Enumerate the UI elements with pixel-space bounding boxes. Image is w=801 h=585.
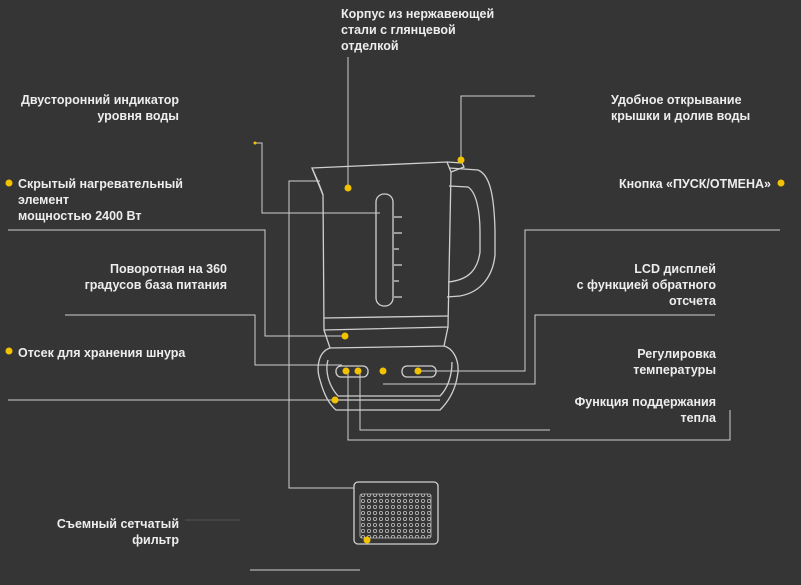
- callout-body-line-1: Корпус из нержавеющей: [341, 7, 495, 21]
- callout-heater-line-2: элемент: [18, 193, 70, 207]
- dot-base-kettle: [341, 332, 349, 340]
- callout-heater-line-1: Скрытый нагревательный: [18, 177, 183, 191]
- mesh-filter-frame: [353, 481, 439, 545]
- leader-heater: [8, 229, 345, 337]
- dot-control-1: [342, 367, 350, 375]
- callout-heater-line-3: мощностью 2400 Вт: [18, 209, 142, 223]
- callout-keepwarm-line-2: тепла: [680, 411, 716, 425]
- callout-lid-line-2: крышки и долив воды: [611, 109, 751, 123]
- callout-filter-line-1: Съемный сетчатый: [56, 517, 179, 531]
- callout-body-line-3: отделкой: [341, 39, 399, 53]
- leader-button: [420, 229, 780, 372]
- kettle-illustration: [311, 161, 496, 545]
- dot-cord-kettle: [331, 396, 339, 404]
- dot-button: [777, 179, 785, 187]
- callout-temp: Регулировка температуры: [633, 346, 716, 378]
- dot-filter: [363, 536, 371, 544]
- leader-lines: [8, 57, 780, 571]
- leader-lcd: [383, 314, 715, 385]
- leader-filter: [288, 180, 354, 489]
- callout-button-line-1: Кнопка «ПУСК/ОТМЕНА»: [618, 177, 771, 191]
- power-base: [317, 345, 459, 411]
- control-panel: [335, 365, 369, 378]
- dot-heater: [5, 179, 13, 187]
- callout-filter: Съемный сетчатый фильтр: [57, 516, 179, 548]
- callout-heater: Скрытый нагревательный элемент мощностью…: [18, 176, 183, 224]
- callout-indicator: Двусторонний индикатор уровня воды: [21, 92, 179, 124]
- callout-body: Корпус из нержавеющей стали с глянцевой …: [341, 6, 494, 54]
- callout-lcd: LCD дисплей с функцией обратного отсчета: [577, 261, 716, 309]
- callout-base: Поворотная на 360 градусов база питания: [85, 261, 227, 293]
- kettle-body: [311, 161, 452, 331]
- callout-temp-line-1: Регулировка: [637, 347, 716, 361]
- callout-lid: Удобное открывание крышки и долив воды: [611, 92, 750, 124]
- callout-cord: Отсек для хранения шнура: [18, 345, 185, 361]
- kettle-lid: [446, 161, 465, 173]
- callout-base-line-2: градусов база питания: [84, 278, 227, 292]
- callout-indicator-line-1: Двусторонний индикатор: [21, 93, 179, 107]
- water-level-window: [375, 193, 394, 307]
- callout-cord-line-1: Отсек для хранения шнура: [18, 346, 186, 360]
- leader-lid: [460, 95, 535, 160]
- dot-indicator-left: [253, 141, 257, 145]
- callout-keepwarm-line-1: Функция поддержания: [574, 395, 716, 409]
- callout-lcd-line-1: LCD дисплей: [634, 262, 716, 276]
- mesh-filter-screen: [359, 493, 432, 539]
- leader-keepwarm: [359, 372, 550, 431]
- dot-cord: [5, 347, 13, 355]
- leader-temp: [347, 372, 731, 441]
- power-base-collar: [323, 326, 449, 349]
- callout-lid-line-1: Удобное открывание: [611, 93, 742, 107]
- dot-control-2: [354, 367, 362, 375]
- callout-filter-line-2: фильтр: [132, 533, 179, 547]
- kettle-spout: [311, 167, 324, 196]
- kettle-handle: [446, 167, 496, 298]
- callout-lcd-line-3: отсчета: [668, 294, 716, 308]
- dot-control-4: [414, 367, 422, 375]
- leader-indicator: [255, 142, 380, 214]
- dot-body: [344, 184, 352, 192]
- callout-keepwarm: Функция поддержания тепла: [575, 394, 716, 426]
- callout-indicator-line-2: уровня воды: [97, 109, 179, 123]
- callout-base-line-1: Поворотная на 360: [110, 262, 227, 276]
- callout-lcd-line-2: с функцией обратного: [576, 278, 716, 292]
- callout-body-line-2: стали с глянцевой: [341, 23, 456, 37]
- dot-lid: [457, 156, 465, 164]
- callout-dots: [5, 141, 785, 544]
- dot-control-3: [379, 367, 387, 375]
- callout-button: Кнопка «ПУСК/ОТМЕНА»: [619, 176, 771, 192]
- callout-temp-line-2: температуры: [633, 363, 716, 377]
- leader-base: [65, 314, 342, 366]
